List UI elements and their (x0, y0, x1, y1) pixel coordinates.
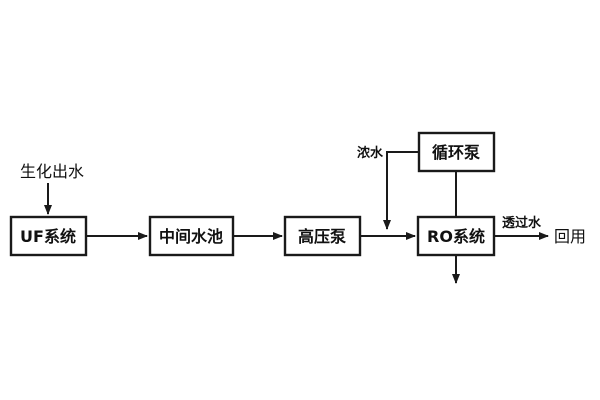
uf-system-label: UF系统 (20, 227, 76, 246)
uf-system-node: UF系统 (9, 215, 88, 257)
concentrate-label: 浓水 (357, 145, 384, 161)
biochemical-effluent-label: 生化出水 (20, 162, 84, 181)
high-pressure-pump-node: 高压泵 (283, 215, 362, 257)
circulation-pump-label: 循环泵 (432, 143, 480, 162)
ro-system-node: RO系统 (416, 215, 496, 257)
high-pressure-pump-label: 高压泵 (298, 227, 346, 246)
permeate-label: 透过水 (502, 215, 542, 231)
intermediate-pool-node: 中间水池 (148, 215, 235, 257)
intermediate-pool-label: 中间水池 (159, 227, 223, 246)
circulation-pump-node: 循环泵 (417, 131, 496, 173)
reuse-label: 回用 (554, 227, 586, 246)
arrow-concentrate-recycle (383, 151, 419, 230)
ro-system-label: RO系统 (427, 227, 485, 246)
